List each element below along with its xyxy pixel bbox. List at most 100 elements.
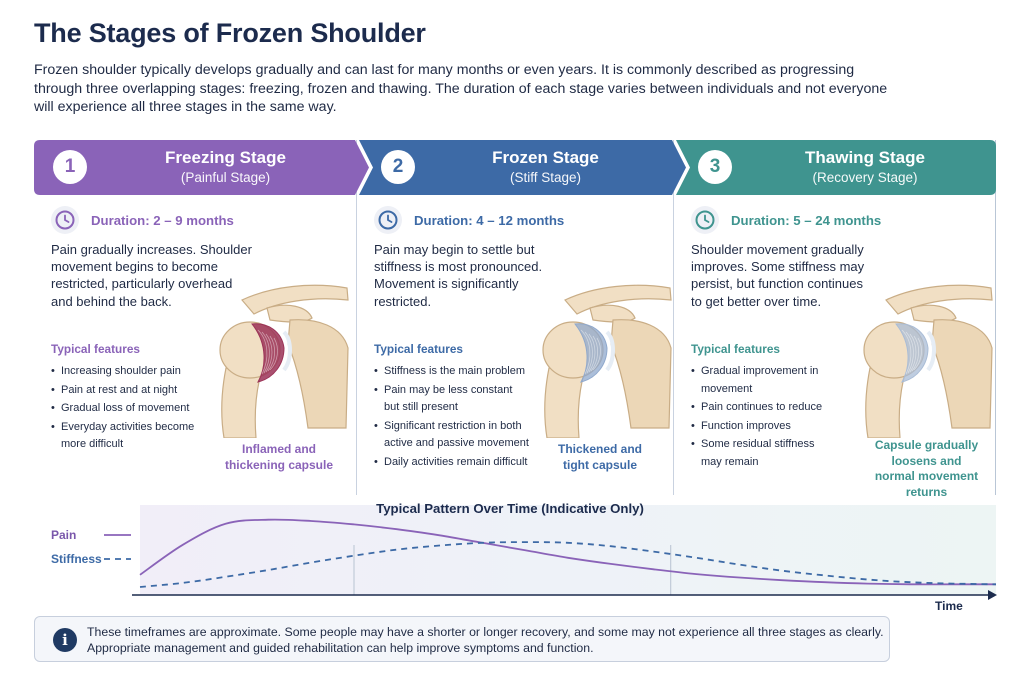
duration-text: Duration: 5 – 24 months [731,212,882,228]
pattern-chart [0,495,1030,615]
feature-line: Pain may be less constant [384,383,513,396]
scapula-shape [610,319,672,429]
feature-item: Gradual loss of movement [51,400,194,418]
feature-line: but still present [384,401,458,413]
description-line: stiffness is most pronounced. [374,259,543,275]
capsule-fiber [592,337,601,371]
description-line: Shoulder movement gradually [691,242,864,257]
intro-paragraph: Frozen shoulder typically develops gradu… [34,62,888,115]
description-line: movement begins to become [51,259,218,275]
caption-line: returns [905,484,948,499]
feature-line: may remain [701,455,759,468]
stage-header-band [34,140,369,195]
clock-icon [374,206,402,234]
caption-line: Thickened and [557,442,643,456]
stage-title-block: Frozen Stage(Stiff Stage) [417,147,674,188]
feature-line: Increasing shoulder pain [61,365,181,377]
capsule-fiber [584,331,593,374]
info-line: Appropriate management and guided rehabi… [87,640,594,655]
glenoid-rim [926,330,936,372]
feature-item: Function improves [691,418,822,436]
stage-header-band [676,140,996,195]
acromion-shape [266,304,313,323]
humerus-shape [544,367,586,438]
stage-description: Pain gradually increases. Shoulder moveme… [51,241,252,310]
capsule-fiber [905,331,914,374]
capsule-fiber [911,335,920,372]
stage-header-shape [676,140,996,195]
info-icon: i [53,628,77,652]
info-text: These timeframes are approximate. Some p… [87,625,884,656]
capsule-fiber [261,331,270,374]
stage-name: Frozen Stage [492,148,599,167]
feature-line: more difficult [61,438,124,450]
feature-line: Gradual improvement in [701,365,819,377]
capsule-fiber [580,329,591,375]
feature-line: Daily activities remain difficult [384,455,528,468]
glenoid-rim [282,330,292,372]
description-line: persist, but function continues [691,276,863,292]
shoulder-illustration [542,284,672,438]
stage-number-badge: 2 [381,150,415,184]
duration-text: Duration: 2 – 9 months [91,212,234,228]
stage-subtitle: (Painful Stage) [180,170,271,185]
feature-line: Pain continues to reduce [701,401,823,413]
typical-features-label: Typical features [691,342,780,356]
joint-capsule-shape [574,323,608,383]
legend-pain-label: Pain [51,528,77,542]
joint-capsule-shape [251,323,285,383]
stage-number-badge: 3 [698,150,732,184]
chart-title: Typical Pattern Over Time (Indicative On… [376,501,644,516]
stage-name: Thawing Stage [805,148,925,167]
description-line: Pain gradually increases. Shoulder [51,242,252,257]
capsule-fiber [909,333,917,373]
stage-title-block: Thawing Stage(Recovery Stage) [734,147,996,188]
typical-features-label: Typical features [51,342,140,356]
description-line: Movement is significantly [374,276,519,292]
description-line: to get better over time. [691,293,822,309]
stage-number-badge: 1 [53,150,87,184]
caption-line: Capsule gradually [874,438,979,452]
feature-item: Stiffness is the main problem [374,363,529,381]
joint-capsule-shape [895,323,929,383]
feature-line: Stiffness is the main problem [384,365,526,377]
caption-line: thickening capsule [224,457,334,472]
stage-freezing: 1 Freezing Stage (Painful Stage) Duration: … [34,140,369,495]
acromion-shape [910,304,957,323]
features-list: Increasing shoulder painPain at rest and… [51,363,194,455]
stage-header-shape [359,140,686,195]
stage-header: 1 Freezing Stage (Painful Stage) [34,140,369,195]
capsule-fiber [901,329,912,375]
duration-row: Duration: 2 – 9 months [51,206,234,234]
shoulder-illustration [863,284,993,438]
caption-line: tight capsule [562,457,637,472]
stage-header-band [359,140,686,195]
stage-name: Freezing Stage [165,148,286,167]
clock-icon [51,206,79,234]
chart-background [140,505,996,595]
feature-item: Pain at rest and at night [51,382,194,400]
capsule-fiber [257,329,268,375]
duration-row: Duration: 5 – 24 months [691,206,881,234]
stage-header-shape [34,140,369,195]
info-line: These timeframes are approximate. Some p… [87,625,884,639]
page-title: The Stages of Frozen Shoulder [34,18,426,48]
feature-line: active and passive movement [384,437,529,449]
scapula-shape [931,319,993,429]
x-axis-label: Time [935,599,963,613]
glenoid-rim [605,330,615,372]
humerus-shape [865,367,907,438]
caption-line: Inflamed and [241,442,316,456]
